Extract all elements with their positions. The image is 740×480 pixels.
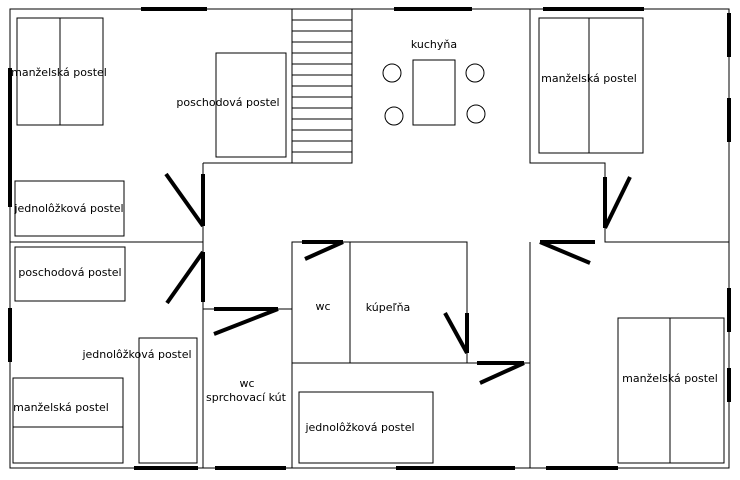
bunk-bed-left-label: poschodová postel	[18, 266, 121, 279]
doors	[164, 172, 632, 385]
double-bed-right	[617, 317, 725, 464]
chair	[384, 106, 404, 126]
staircase	[291, 8, 353, 164]
double-bed-bottom-left-label: manželská postel	[13, 401, 109, 414]
single-bed-bottom	[298, 391, 434, 464]
single-bed-left-label: jednolôžková postel	[13, 202, 123, 215]
wc-small-label: wc	[315, 300, 330, 313]
single-bed-mid-left	[138, 337, 198, 464]
double-bed-top-right-label: manželská postel	[541, 72, 637, 85]
outer-wall	[9, 8, 730, 469]
single-bed-left	[14, 180, 125, 237]
single-bed-bottom-label: jednolôžková postel	[304, 421, 414, 434]
bunk-bed-top	[215, 52, 287, 158]
chair	[465, 63, 485, 83]
bunk-bed-left	[14, 246, 126, 302]
double-bed-bottom-left	[12, 377, 124, 464]
bunk-bed-top-label: poschodová postel	[176, 96, 279, 109]
wc-shower-label-line1: wc	[239, 377, 254, 390]
single-bed-mid-left-label: jednolôžková postel	[81, 348, 191, 361]
double-bed-top-left-label: manželská postel	[11, 66, 107, 79]
wc-shower-label-line2: sprchovací kút	[206, 391, 287, 404]
windows	[8, 7, 731, 470]
double-bed-top-right	[538, 17, 644, 154]
bathroom-label: kúpeľňa	[366, 301, 411, 314]
kitchen-label: kuchyňa	[411, 38, 457, 51]
kitchen-table-set	[382, 59, 486, 126]
double-bed-right-label: manželská postel	[622, 372, 718, 385]
chair	[466, 104, 486, 124]
kitchen-table	[412, 59, 456, 126]
chair	[382, 63, 402, 83]
double-bed-top-left	[16, 17, 104, 126]
